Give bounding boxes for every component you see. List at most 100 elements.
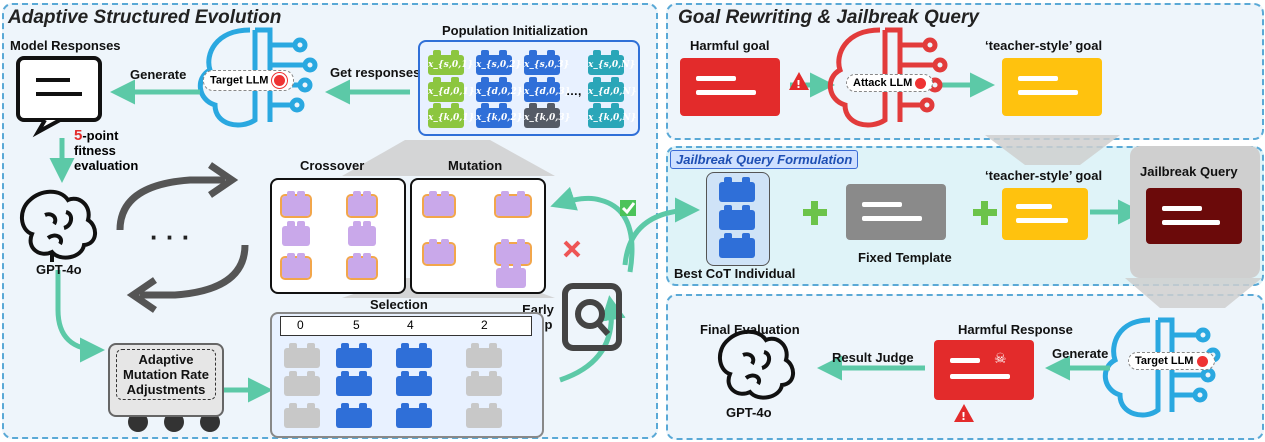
gpt-brain-icon-2 — [718, 329, 795, 400]
generate-label-right: Generate — [1052, 346, 1109, 361]
fitness-points: 5 — [74, 127, 83, 144]
sel-lego — [336, 371, 372, 396]
mutation-label: Mutation — [448, 158, 503, 173]
fitness-text: -point fitness evaluation — [74, 128, 139, 173]
teacher-goal-bubble — [1002, 58, 1102, 116]
pop-lego: x_{d,0,N} — [588, 77, 637, 102]
pop-lego: x_{s,0,2} — [476, 50, 521, 75]
plus-icon-2 — [973, 201, 997, 225]
teacher-goal-label-2: ‘teacher-style’ goal — [985, 168, 1103, 183]
svg-text:!: ! — [796, 78, 801, 91]
formulation-title: Jailbreak Query Formulation — [670, 150, 859, 169]
sel-lego — [336, 343, 372, 368]
selection-label: Selection — [370, 297, 428, 312]
accept-check-icon — [620, 200, 636, 216]
score: 4 — [407, 318, 414, 332]
score: 5 — [353, 318, 360, 332]
devil-icon — [915, 77, 927, 89]
result-judge-label: Result Judge — [832, 350, 914, 365]
skull-icon: ☠ — [994, 350, 1007, 366]
fitness-label: 5-point fitness evaluation — [74, 128, 154, 173]
crossover-lego — [282, 221, 310, 246]
sel-lego — [396, 371, 432, 396]
pop-lego: x_{d,0,3} — [524, 77, 571, 102]
mutation-lego — [496, 263, 526, 288]
sel-lego — [466, 343, 502, 368]
model-response-icon — [16, 56, 102, 138]
plus-icon-1 — [803, 201, 827, 225]
right-panel-title: Goal Rewriting & Jailbreak Query — [678, 7, 979, 28]
reject-x-icon — [563, 240, 581, 258]
warning-icon-2: ! — [954, 404, 974, 423]
target-llm-tag: Target LLM — [203, 70, 294, 91]
pop-lego: x_{k,0,2} — [476, 103, 522, 128]
gpt-label-right: GPT-4o — [726, 405, 772, 420]
jailbreak-query-bubble — [1146, 188, 1242, 244]
target-llm-label: Target LLM — [210, 74, 269, 87]
get-responses-label: Get responses — [330, 65, 421, 80]
target-icon — [271, 73, 287, 88]
best-cot-label: Best CoT Individual — [674, 266, 796, 281]
harmful-goal-label: Harmful goal — [690, 38, 770, 53]
pop-lego: x_{d,0,1} — [428, 77, 475, 102]
attack-llm-brain-icon — [828, 27, 948, 128]
pop-lego: x_{d,0,2} — [476, 77, 523, 102]
pop-lego: x_{s,0,3} — [524, 50, 569, 75]
sel-lego — [284, 403, 320, 428]
score: 2 — [481, 318, 488, 332]
svg-text:!: ! — [961, 410, 966, 423]
harmful-response-label: Harmful Response — [958, 322, 1073, 337]
sel-lego — [466, 403, 502, 428]
left-panel-title: Adaptive Structured Evolution — [8, 7, 282, 28]
cot-lego — [719, 205, 755, 230]
target-llm-brain-icon-2 — [1103, 317, 1221, 418]
mutation-lego — [494, 239, 532, 266]
crossover-lego — [346, 253, 378, 280]
final-eval-label: Final Evaluation — [700, 322, 800, 337]
sel-lego — [396, 343, 432, 368]
score-bar: 0 5 4 2 — [280, 316, 532, 336]
warning-icon: ! — [789, 72, 809, 91]
population-init-label: Population Initialization — [442, 23, 588, 38]
attack-llm-label: Attack LLM — [853, 77, 913, 89]
gpt-label-left: GPT-4o — [36, 262, 82, 277]
mutation-lego — [422, 191, 456, 218]
target-icon-2 — [1196, 355, 1208, 367]
sel-lego — [284, 371, 320, 396]
sel-lego — [396, 403, 432, 428]
target-llm-label-2: Target LLM — [1135, 355, 1194, 367]
sel-lego — [466, 371, 502, 396]
harmful-goal-bubble — [680, 58, 780, 116]
gpt-brain-icon — [20, 189, 97, 262]
crossover-lego — [280, 191, 312, 218]
fixed-template-bubble — [846, 184, 946, 240]
adaptive-box — [108, 343, 224, 417]
knob-icons — [128, 412, 220, 432]
harmful-response-bubble: ☠ — [934, 340, 1034, 400]
adaptive-label: Adaptive Mutation Rate Adjustments — [116, 349, 216, 400]
crossover-label: Crossover — [300, 158, 365, 173]
cot-lego — [719, 233, 755, 258]
pop-lego: x_{k,0,N} — [588, 103, 636, 128]
jailbreak-query-label: Jailbreak Query — [1140, 164, 1238, 179]
target-llm-tag-2: Target LLM — [1128, 352, 1215, 370]
teacher-goal-label: ‘teacher-style’ goal — [985, 38, 1103, 53]
pop-lego: x_{k,0,3} — [524, 103, 570, 128]
model-responses-label: Model Responses — [10, 38, 121, 53]
cot-lego — [719, 177, 755, 202]
sel-lego — [336, 403, 372, 428]
early-stop-search-icon — [562, 283, 622, 351]
pop-lego: x_{s,0,1} — [428, 50, 473, 75]
pop-lego: x_{k,0,1} — [428, 103, 474, 128]
cycle-dots: · · · — [150, 222, 191, 252]
target-llm-brain-icon — [198, 27, 318, 128]
pop-lego: x_{s,0,N} — [588, 50, 635, 75]
mutation-lego — [494, 191, 532, 218]
fixed-template-label: Fixed Template — [858, 250, 952, 265]
pop-ellipsis: …, — [566, 84, 582, 98]
teacher-goal-bubble-2 — [1002, 188, 1088, 240]
mutation-lego — [422, 239, 456, 266]
crossover-lego — [348, 221, 376, 246]
crossover-lego — [280, 253, 312, 280]
attack-llm-tag: Attack LLM — [846, 74, 934, 92]
